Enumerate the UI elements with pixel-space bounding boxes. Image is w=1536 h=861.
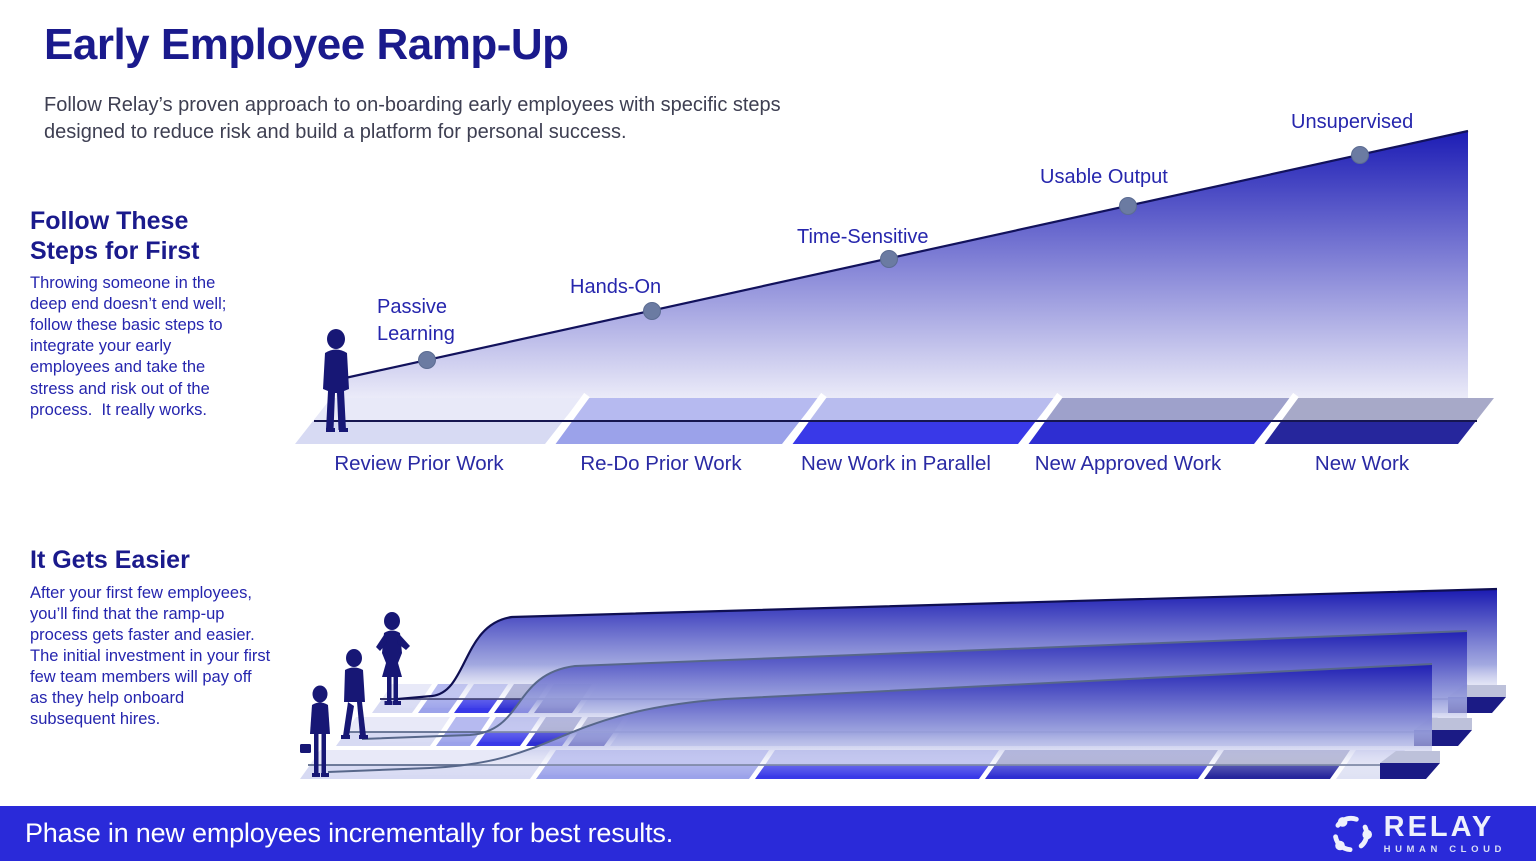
- step-top: [313, 398, 581, 421]
- step-label-review-prior-work: Review Prior Work: [334, 452, 504, 475]
- section-body: Throwing someone in the deep end doesn’t…: [30, 274, 231, 419]
- relay-logo: RELAY HUMAN CLOUD: [1328, 811, 1506, 857]
- section-it-gets-easier: It Gets Easier After your first few empl…: [30, 546, 272, 730]
- step-front: [553, 421, 800, 444]
- section-body: After your first few employees, you’ll f…: [30, 583, 275, 729]
- person-silhouette-hire-3: [376, 612, 410, 705]
- step-front: [1262, 421, 1476, 444]
- relay-logo-icon: [1332, 815, 1372, 852]
- step-front: [1026, 421, 1272, 444]
- step-label-new-work-in-parallel: New Work in Parallel: [801, 452, 991, 475]
- milestone-label-hands-on: Hands-On: [570, 276, 662, 298]
- step-label-new-work: New Work: [1314, 452, 1410, 475]
- milestone-label-time-sensitive: Time-Sensitive: [797, 226, 929, 248]
- step-top: [808, 398, 1054, 421]
- step-top: [571, 398, 818, 421]
- milestone-label-passive-learning: Passive Learning: [377, 296, 455, 345]
- milestone-label-usable-output: Usable Output: [1040, 166, 1168, 188]
- ramp-sheet-1st-hire: [327, 663, 1440, 779]
- relay-logo-tagline: HUMAN CLOUD: [1383, 843, 1506, 855]
- person-silhouette-hire-1: [300, 685, 330, 777]
- milestone-label-unsupervised: Unsupervised: [1291, 111, 1414, 133]
- step-label-redo-prior-work: Re-Do Prior Work: [580, 452, 742, 475]
- section-heading: Follow These Steps for First: [30, 207, 200, 265]
- footer-bar: Phase in new employees incrementally for…: [0, 806, 1536, 861]
- milestone-dot-4: [1119, 197, 1137, 215]
- footer-message: Phase in new employees incrementally for…: [25, 818, 674, 848]
- relay-logo-text: RELAY HUMAN CLOUD: [1383, 810, 1506, 855]
- relay-logo-name: RELAY: [1383, 810, 1495, 843]
- milestone-dot-5: [1351, 146, 1369, 164]
- step-label-new-approved-work: New Approved Work: [1034, 452, 1222, 475]
- person-silhouette-hire-2: [341, 649, 368, 739]
- section-heading: It Gets Easier: [30, 546, 190, 574]
- rampup-triangle: [335, 129, 1469, 416]
- milestone-dots: [418, 146, 1369, 369]
- milestone-dot-3: [880, 250, 898, 268]
- step-front: [295, 421, 563, 444]
- step-top: [1280, 398, 1494, 421]
- step-top: [1044, 398, 1290, 421]
- subtitle: Follow Relay’s proven approach to on-boa…: [44, 94, 781, 143]
- section-follow-these-steps: Follow These Steps for First Throwing so…: [30, 207, 235, 421]
- milestone-dot-2: [643, 302, 661, 320]
- page-title: Early Employee Ramp-Up: [44, 20, 569, 69]
- person-silhouette-new-employee: [323, 329, 349, 432]
- steps-ribbon: [295, 392, 1494, 450]
- step-front: [790, 421, 1036, 444]
- milestone-dot-1: [418, 351, 436, 369]
